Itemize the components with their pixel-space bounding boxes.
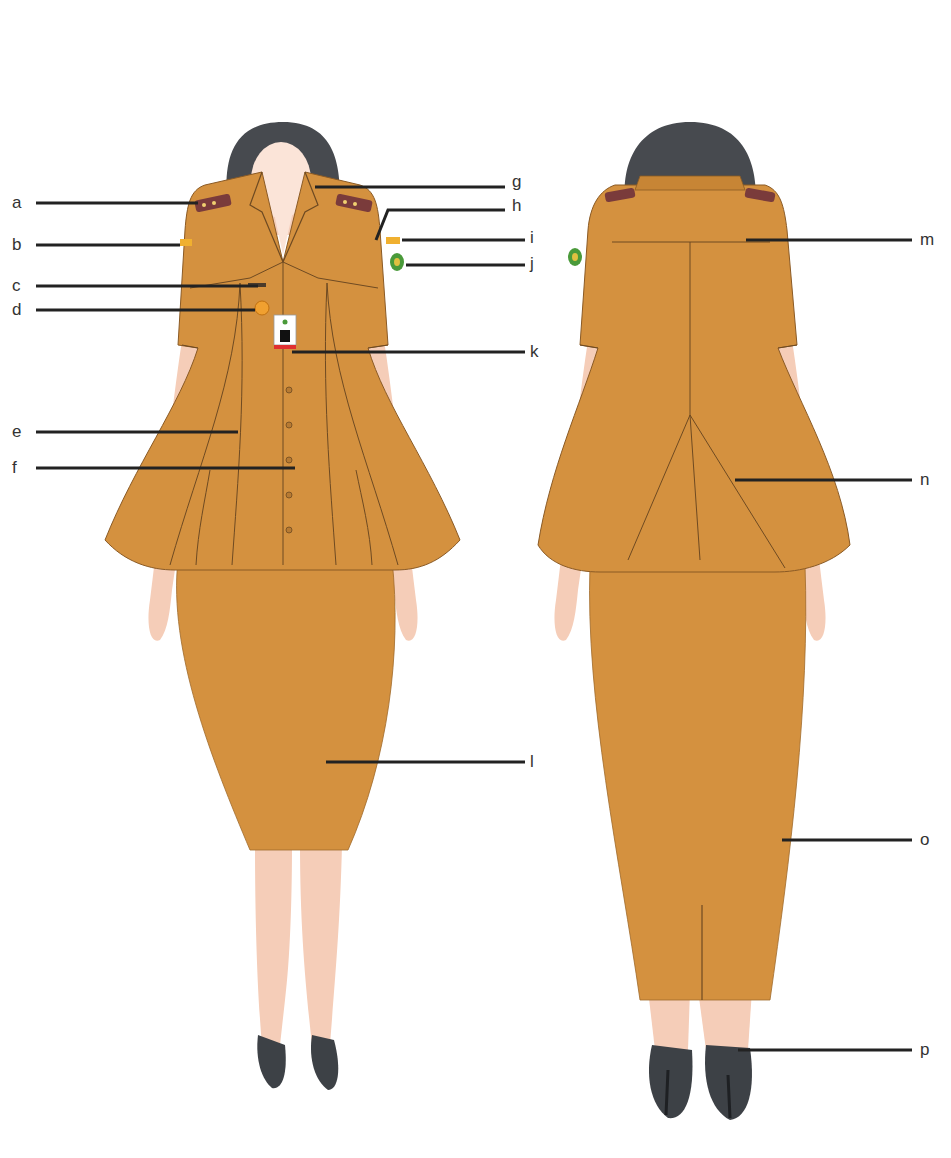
callout-letter: k — [530, 342, 539, 362]
front-figure — [105, 122, 460, 1090]
callout-letter: p — [920, 1040, 929, 1060]
callout-letter: a — [12, 193, 21, 213]
leader-lines — [36, 187, 912, 1050]
callout-letter: f — [12, 458, 17, 478]
callout-letter: b — [12, 235, 21, 255]
callout-letter: o — [920, 830, 929, 850]
callout-letter: m — [920, 230, 934, 250]
callout-letter: i — [530, 228, 534, 248]
callout-letter: g — [512, 172, 521, 192]
callout-letter: c — [12, 276, 21, 296]
callout-letter: d — [12, 300, 21, 320]
callout-letter: n — [920, 470, 929, 490]
callout-letter: e — [12, 422, 21, 442]
back-figure — [538, 122, 850, 1120]
callout-letter: j — [530, 254, 534, 274]
callout-letter: h — [512, 196, 521, 216]
callout-letter: l — [530, 752, 534, 772]
